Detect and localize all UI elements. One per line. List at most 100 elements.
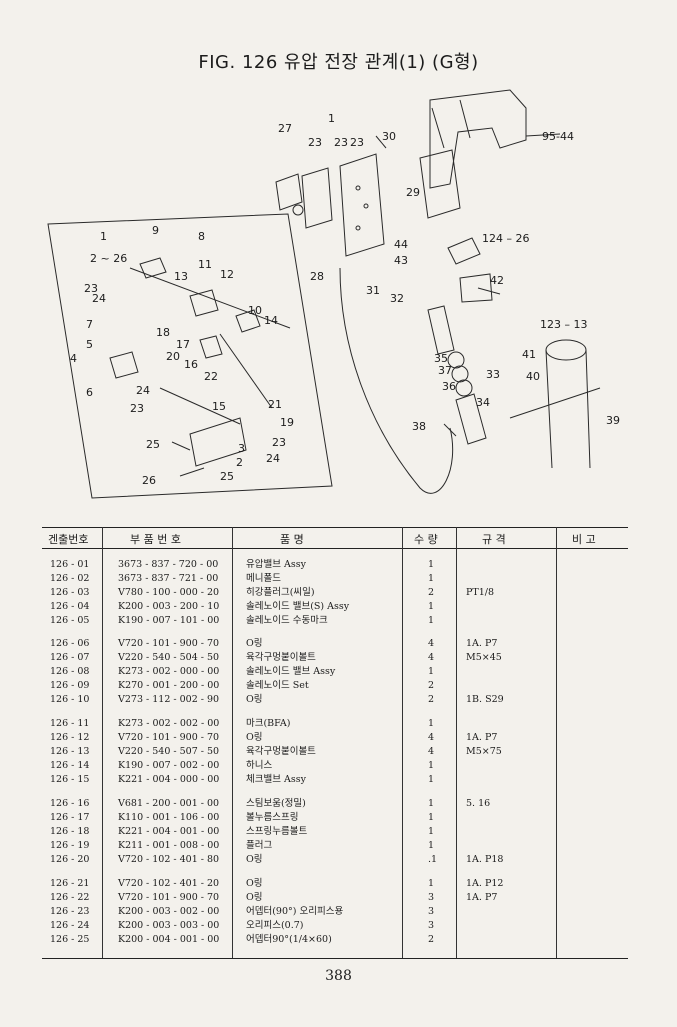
svg-text:33: 33 [486, 368, 500, 381]
svg-text:38: 38 [412, 420, 426, 433]
svg-text:8: 8 [198, 230, 205, 243]
cylinder [427, 305, 455, 355]
part-number: K200 - 003 - 200 - 10 [118, 601, 220, 612]
col-name-header: 품 명 [280, 533, 304, 546]
part-number: V720 - 101 - 900 - 70 [118, 892, 220, 903]
column-divider [556, 527, 557, 959]
table-bottom-rule [42, 958, 628, 959]
part-name: O링 [246, 732, 263, 743]
part-number: K221 - 004 - 001 - 00 [118, 826, 220, 837]
part-name: 메니폴드 [246, 573, 281, 584]
quantity: 2 [428, 694, 435, 705]
quantity: 1 [428, 840, 435, 851]
part-number: V681 - 200 - 001 - 00 [118, 798, 220, 809]
part-number: K273 - 002 - 000 - 00 [118, 666, 220, 677]
svg-text:24: 24 [136, 384, 150, 397]
part-name: O링 [246, 638, 263, 649]
specification: PT1/8 [466, 587, 495, 598]
part-number: K190 - 007 - 101 - 00 [118, 615, 220, 626]
svg-text:3: 3 [238, 442, 245, 455]
item-number: 126 - 02 [50, 573, 90, 584]
part-name: 체크밸브 Assy [246, 774, 306, 785]
item-number: 126 - 24 [50, 920, 90, 931]
part-number: V720 - 101 - 900 - 70 [118, 638, 220, 649]
col-spec-header: 규 격 [482, 533, 506, 546]
part-name: 육각구멍붙이볼트 [246, 746, 316, 757]
part-name: 하니스 [246, 760, 273, 771]
quantity: 1 [428, 718, 435, 729]
specification: 1A. P7 [466, 892, 498, 903]
svg-text:14: 14 [264, 314, 278, 327]
hose-line [339, 267, 454, 494]
part-name: 히강플러그(씨일) [246, 587, 315, 598]
svg-text:20: 20 [166, 350, 180, 363]
svg-text:124 – 26: 124 – 26 [482, 232, 530, 245]
quantity: 2 [428, 587, 435, 598]
item-number: 126 - 09 [50, 680, 90, 691]
svg-text:27: 27 [278, 122, 292, 135]
post-cap [545, 339, 587, 361]
quantity: 1 [428, 559, 435, 570]
part-number: V220 - 540 - 504 - 50 [118, 652, 220, 663]
part-number: K200 - 003 - 002 - 00 [118, 906, 220, 917]
specification: 5. 16 [466, 798, 491, 809]
svg-text:23: 23 [130, 402, 144, 415]
svg-text:29: 29 [406, 186, 420, 199]
item-number: 126 - 10 [50, 694, 90, 705]
svg-text:15: 15 [212, 400, 226, 413]
quantity: 1 [428, 812, 435, 823]
part-number: 3673 - 837 - 721 - 00 [118, 573, 219, 584]
part-name: O링 [246, 694, 263, 705]
valve-block [301, 167, 333, 229]
item-number: 126 - 21 [50, 878, 90, 889]
item-number: 126 - 25 [50, 934, 90, 945]
svg-text:21: 21 [268, 398, 282, 411]
item-number: 126 - 05 [50, 615, 90, 626]
item-number: 126 - 17 [50, 812, 90, 823]
svg-text:9: 9 [152, 224, 159, 237]
svg-text:44: 44 [394, 238, 408, 251]
part-name: O링 [246, 854, 263, 865]
item-number: 126 - 23 [50, 906, 90, 917]
quantity: 1 [428, 601, 435, 612]
specification: M5×75 [466, 746, 502, 757]
col-index-header: 겐출번호 [48, 533, 89, 546]
item-number: 126 - 11 [50, 718, 90, 729]
quantity: .1 [428, 854, 438, 865]
svg-text:12: 12 [220, 268, 234, 281]
svg-text:39: 39 [606, 414, 620, 427]
item-number: 126 - 22 [50, 892, 90, 903]
svg-text:18: 18 [156, 326, 170, 339]
part-name: 유압밸브 Assy [246, 559, 306, 570]
inset-frame [47, 213, 333, 499]
svg-text:24: 24 [266, 452, 280, 465]
quantity: 1 [428, 573, 435, 584]
page-number: 388 [325, 968, 352, 984]
quantity: 2 [428, 934, 435, 945]
svg-text:25: 25 [220, 470, 234, 483]
svg-text:5: 5 [86, 338, 93, 351]
svg-text:10: 10 [248, 304, 262, 317]
quantity: 3 [428, 920, 435, 931]
column-divider [402, 527, 403, 959]
part-name: 볼누름스프링 [246, 812, 299, 823]
svg-text:13: 13 [174, 270, 188, 283]
part-name: 솔레노이드 Set [246, 680, 309, 691]
svg-text:22: 22 [204, 370, 218, 383]
item-number: 126 - 01 [50, 559, 90, 570]
svg-text:24: 24 [92, 292, 106, 305]
col-remark-header: 비 고 [572, 533, 596, 546]
svg-text:25: 25 [146, 438, 160, 451]
svg-text:2: 2 [236, 456, 243, 469]
quantity: 1 [428, 774, 435, 785]
svg-text:17: 17 [176, 338, 190, 351]
manifold-plate [339, 153, 385, 257]
part-name: 스프링누름볼트 [246, 826, 308, 837]
quantity: 4 [428, 732, 435, 743]
svg-text:2 ~ 26: 2 ~ 26 [90, 252, 127, 265]
item-number: 126 - 16 [50, 798, 90, 809]
quantity: 2 [428, 680, 435, 691]
svg-text:11: 11 [198, 258, 212, 271]
item-number: 126 - 04 [50, 601, 90, 612]
